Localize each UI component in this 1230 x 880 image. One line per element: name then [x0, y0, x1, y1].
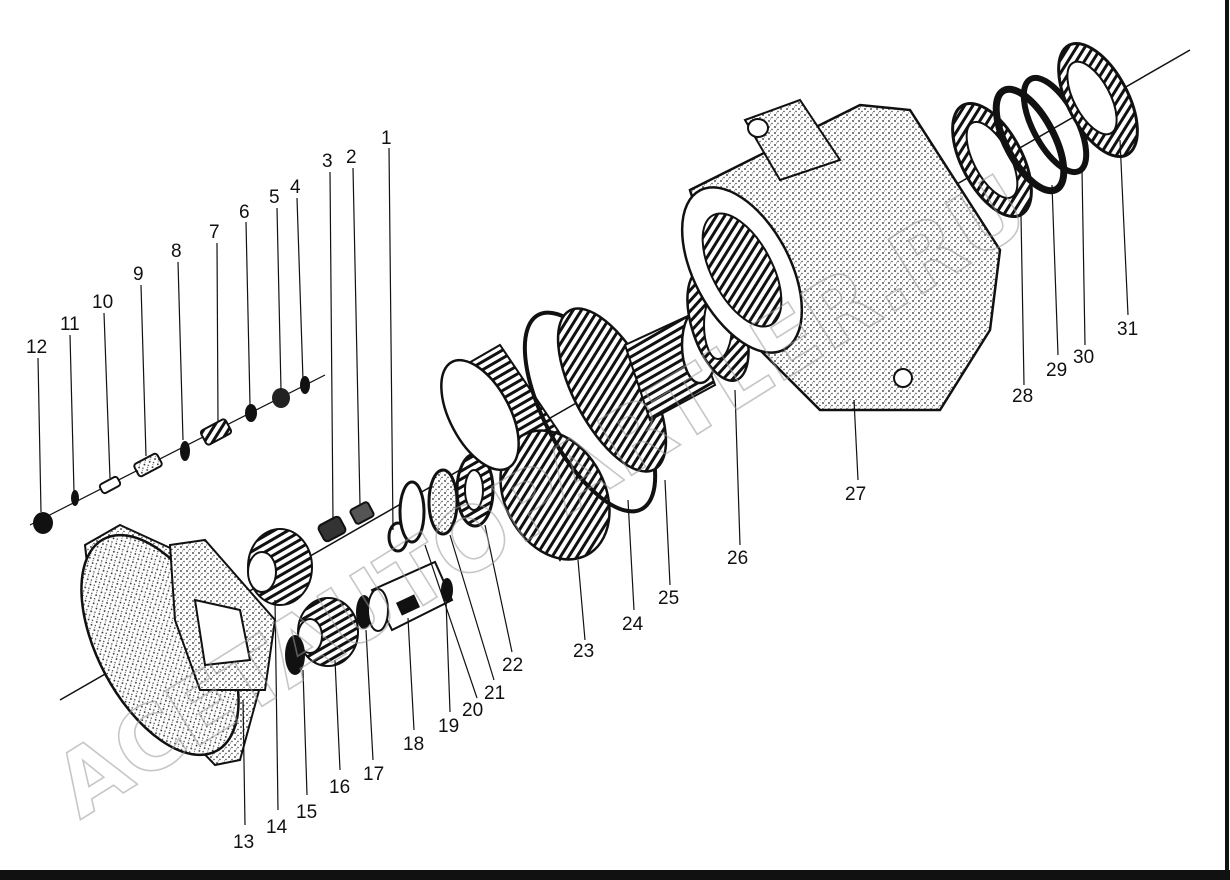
callout-labels: 1 2 3 4 5 6 7 8 9 10 11 12 13 14 15 16 1…: [26, 128, 1138, 853]
ring-gear-23: [440, 343, 611, 562]
callout-26: 26: [727, 548, 748, 569]
callout-13: 13: [233, 832, 254, 853]
sun-shaft-18: [367, 560, 454, 632]
callout-17: 17: [363, 764, 384, 785]
housing-27: [680, 98, 1002, 412]
key-19: [441, 578, 453, 602]
callout-10: 10: [92, 292, 113, 313]
callout-12: 12: [26, 337, 47, 358]
planet-gear-16: [297, 597, 359, 667]
seal-ring-29: [992, 85, 1068, 195]
nut-12: [33, 512, 53, 534]
ring-6: [245, 404, 257, 422]
callout-3: 3: [322, 151, 333, 172]
callout-9: 9: [133, 264, 144, 285]
callout-6: 6: [239, 202, 250, 223]
callout-28: 28: [1012, 386, 1033, 407]
needle-bearing-3: [317, 515, 347, 543]
callout-24: 24: [622, 614, 644, 635]
planet-gear-14: [247, 528, 313, 606]
callout-23: 23: [573, 641, 594, 662]
callout-2: 2: [346, 147, 357, 168]
bolt-hardware-group: [33, 376, 310, 534]
callout-14: 14: [266, 817, 288, 838]
callout-4: 4: [290, 177, 301, 198]
callout-16: 16: [329, 777, 350, 798]
callout-21: 21: [484, 683, 505, 704]
callout-19: 19: [438, 716, 459, 737]
washer-8: [180, 441, 190, 461]
spring-7: [199, 418, 233, 446]
callout-8: 8: [171, 241, 182, 262]
bolt-9: [133, 452, 163, 478]
callout-5: 5: [269, 187, 280, 208]
callout-25: 25: [658, 588, 679, 609]
end-cap-31: [1057, 41, 1139, 159]
callout-1: 1: [381, 128, 392, 149]
leader-lines: [37, 139, 1129, 826]
callout-31: 31: [1117, 319, 1138, 340]
callout-11: 11: [60, 314, 80, 335]
pin-10: [98, 475, 122, 495]
callout-15: 15: [296, 802, 317, 823]
callout-29: 29: [1046, 360, 1067, 381]
snap-ring-20: [398, 480, 426, 544]
plug-5: [272, 388, 290, 408]
carrier-flange-13: [80, 523, 277, 767]
seal-ring-28: [951, 101, 1033, 219]
callout-20: 20: [462, 700, 483, 721]
callout-27: 27: [845, 484, 866, 505]
callout-18: 18: [403, 734, 424, 755]
bearing-22: [455, 452, 495, 528]
thrust-washer-15: [285, 635, 305, 675]
frame-bottom-edge: [0, 870, 1230, 880]
callout-30: 30: [1073, 347, 1094, 368]
watermark-text: ACETAUTOPARTLER.RU: [37, 155, 1045, 838]
seal-4: [300, 376, 310, 394]
spacer-2: [349, 501, 375, 525]
washer-11: [71, 490, 79, 506]
callout-22: 22: [502, 655, 523, 676]
callout-7: 7: [209, 222, 220, 243]
